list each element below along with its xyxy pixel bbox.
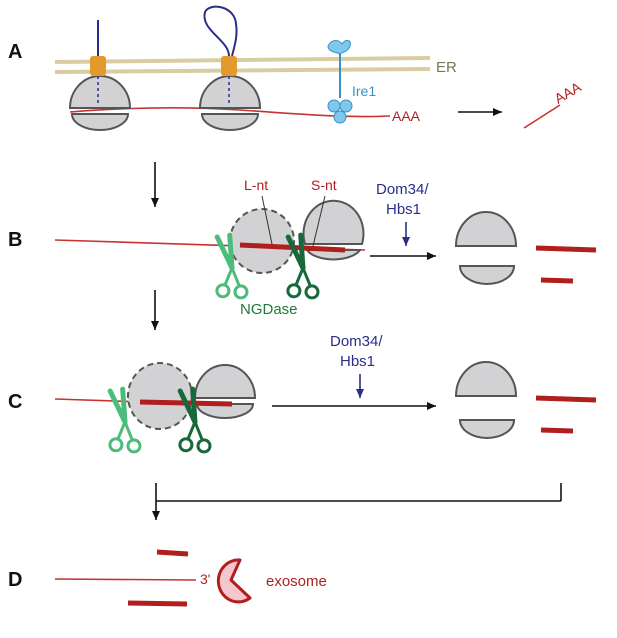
polya-label-2: AAA: [552, 78, 585, 106]
fragment-short-b: [540, 277, 574, 284]
dom34-label-c-line2: Hbs1: [340, 353, 375, 370]
fragment-short-d: [156, 549, 189, 557]
fragment-long-b: [535, 245, 597, 253]
panel-label-c: C: [8, 391, 22, 413]
small-subunit-b: [458, 265, 516, 285]
translocon-2: [221, 56, 237, 76]
l-nt-label: L-nt: [244, 177, 268, 193]
panel-c: Dom34/ Hbs1: [54, 333, 597, 455]
fragment-short-c: [540, 427, 574, 434]
fragment-long-d: [127, 600, 188, 607]
ribosome-1: [68, 75, 132, 131]
mrna-strand-d: [54, 578, 197, 581]
collided-ribosome-c: [193, 364, 257, 419]
l-nt-leader: [261, 195, 273, 245]
nascent-chain-2: [203, 5, 238, 57]
dom34-label-b-line2: Hbs1: [386, 201, 421, 218]
exosome-label: exosome: [266, 573, 327, 590]
panel-label-a: A: [8, 41, 22, 63]
dom34-label-c-line1: Dom34/: [330, 333, 383, 350]
polya-label-1: AAA: [392, 108, 421, 124]
ngdase-label: NGDase: [240, 301, 298, 318]
panel-label-b: B: [8, 229, 22, 251]
panel-a: ER AAA Ire1 AAA: [54, 5, 585, 131]
cleaved-mrna: [523, 104, 561, 129]
s-nt-leader: [312, 195, 326, 247]
exosome-icon: [216, 558, 252, 604]
ire1-label: Ire1: [352, 83, 376, 99]
er-membrane: [54, 56, 431, 74]
er-label: ER: [436, 59, 457, 76]
translocon-1: [90, 56, 106, 76]
three-prime-label: 3': [200, 571, 210, 587]
s-nt-label: S-nt: [311, 177, 337, 193]
large-subunit-b: [454, 211, 518, 247]
ribosome-2: [198, 75, 262, 131]
connector-c-to-d: [152, 483, 562, 520]
large-subunit-c: [454, 361, 518, 397]
panel-b: L-nt S-nt NGDase Dom34/ Hbs1: [54, 177, 597, 318]
fragment-long-c: [535, 395, 597, 403]
dom34-label-b-line1: Dom34/: [376, 181, 429, 198]
ire1-protein: [327, 39, 353, 124]
panel-d: 3' exosome: [54, 549, 327, 607]
collided-ribosome-b: [302, 199, 365, 261]
panel-label-d: D: [8, 569, 22, 591]
small-subunit-c: [458, 419, 516, 439]
stalled-ribosome-b: [229, 208, 295, 274]
